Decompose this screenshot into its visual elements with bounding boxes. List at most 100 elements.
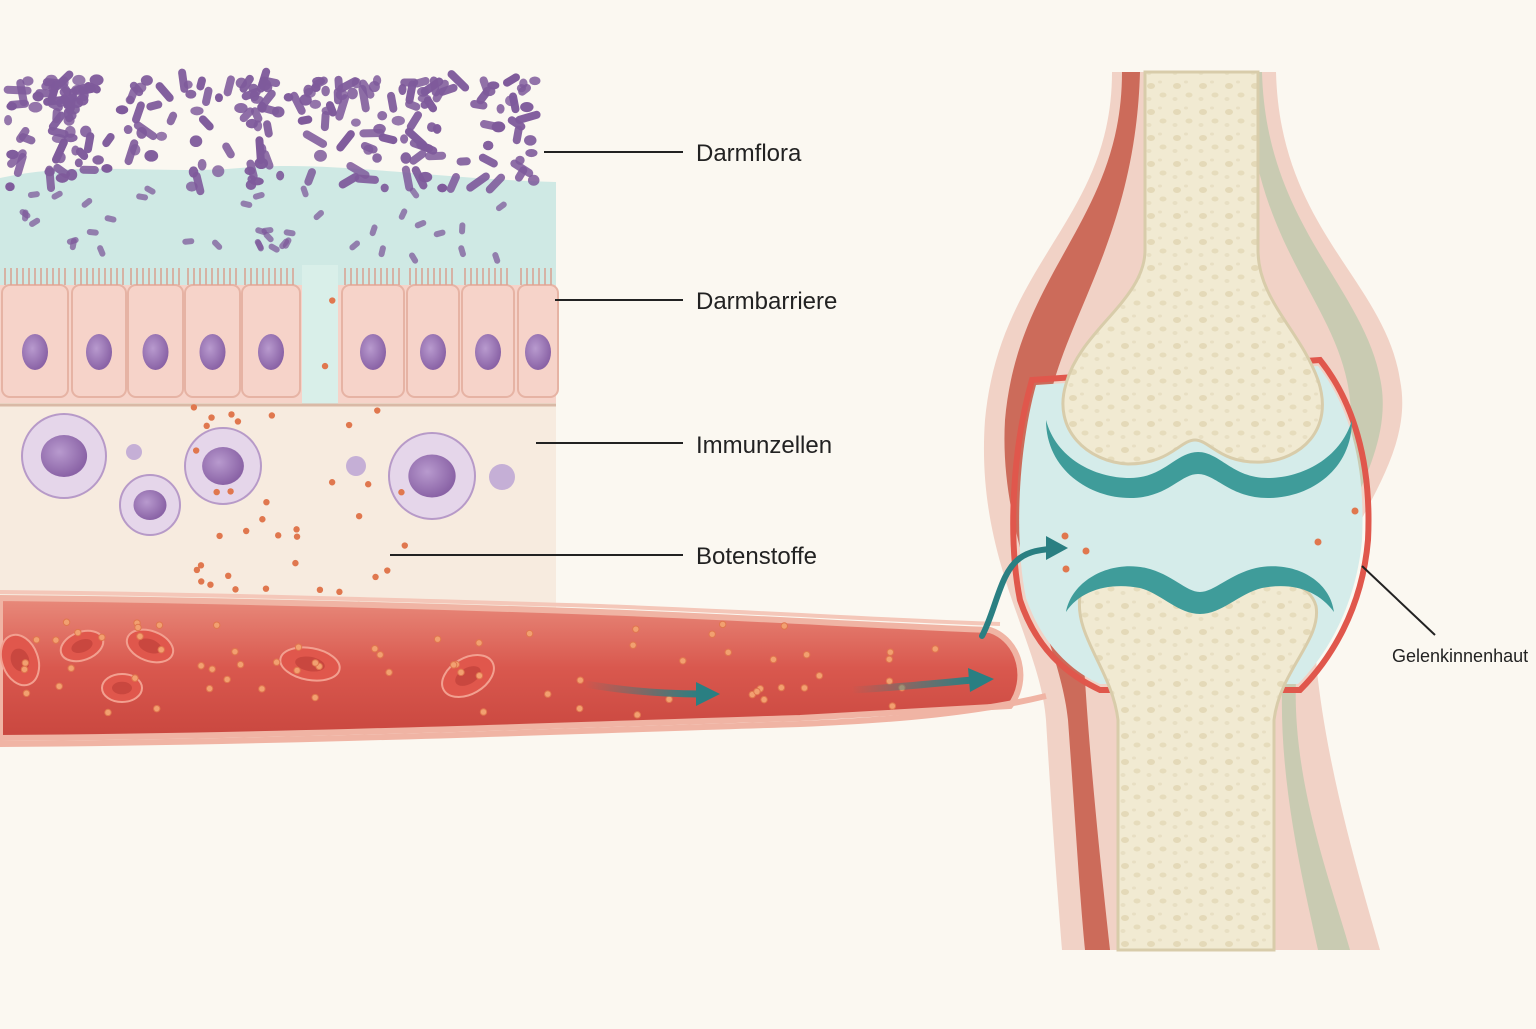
bacterium-rod bbox=[56, 93, 78, 108]
bacterium-coccus bbox=[373, 123, 386, 134]
bacterium-rod bbox=[223, 75, 235, 97]
messenger-dot bbox=[321, 362, 329, 370]
bacterium-in-mucus bbox=[398, 208, 408, 220]
bacterium-coccus bbox=[89, 74, 104, 86]
bacterium-coccus bbox=[380, 183, 389, 193]
cell-nucleus bbox=[142, 334, 169, 370]
messenger-dot bbox=[575, 704, 584, 713]
bacterium-coccus bbox=[197, 158, 207, 171]
messenger-dot bbox=[262, 585, 270, 592]
messenger-dot bbox=[316, 586, 324, 594]
joint-messenger-molecules bbox=[1061, 507, 1359, 573]
messenger-dot bbox=[800, 684, 809, 692]
bacterium-rod bbox=[192, 171, 205, 196]
bacterium-in-mucus bbox=[268, 243, 280, 253]
immune-cells bbox=[21, 413, 515, 536]
bacterium-rod bbox=[409, 149, 427, 165]
bacterium-rod bbox=[485, 173, 506, 194]
bacterium-rod bbox=[166, 111, 178, 126]
messenger-dot bbox=[228, 411, 235, 418]
bacterium-coccus bbox=[496, 103, 505, 114]
bacterium-rod bbox=[84, 81, 101, 94]
bacterium-rod bbox=[241, 87, 261, 101]
messenger-dot bbox=[208, 414, 215, 421]
bacterium-rod bbox=[447, 70, 470, 92]
bacterium-rod bbox=[290, 91, 306, 115]
bacterium-coccus bbox=[140, 75, 153, 86]
bacterium-coccus bbox=[28, 101, 43, 113]
immune-cell-nucleus bbox=[40, 435, 88, 477]
messenger-dot bbox=[802, 650, 811, 659]
blood-messenger-molecules bbox=[20, 618, 939, 719]
messenger-dot bbox=[22, 689, 31, 697]
messenger-dot bbox=[665, 695, 673, 704]
messenger-dot bbox=[329, 297, 336, 304]
bacterium-coccus bbox=[505, 95, 518, 107]
bacterium-in-mucus bbox=[22, 209, 29, 222]
tendon-right bbox=[1246, 72, 1383, 950]
label-synovium: Gelenkinnenhaut bbox=[1392, 646, 1529, 666]
messenger-dot bbox=[258, 685, 266, 693]
bacterium-coccus bbox=[529, 76, 541, 86]
bacterium-rod bbox=[359, 79, 375, 99]
bacterium-coccus bbox=[427, 122, 437, 133]
bacterium-coccus bbox=[309, 99, 322, 109]
messenger-dot bbox=[384, 567, 391, 574]
bacterium-coccus bbox=[312, 76, 325, 86]
red-blood-cell-center bbox=[138, 638, 162, 654]
messenger-dot bbox=[263, 498, 270, 506]
bacterium-rod bbox=[320, 110, 330, 132]
cell-nucleus bbox=[258, 334, 284, 370]
bacterium-rod bbox=[387, 91, 398, 113]
bacterium-coccus bbox=[347, 87, 358, 100]
bacterium-in-mucus bbox=[414, 220, 427, 229]
femur bbox=[1061, 70, 1324, 466]
bacterium-coccus bbox=[524, 135, 537, 146]
messenger-dot bbox=[153, 704, 161, 713]
messenger-dot bbox=[292, 559, 299, 567]
messenger-dot bbox=[223, 675, 231, 684]
bacterium-rod bbox=[338, 172, 360, 189]
label-messengers: Botenstoffe bbox=[696, 543, 817, 570]
bacterium-coccus bbox=[398, 83, 407, 96]
bacterium-in-mucus bbox=[254, 239, 264, 251]
bacterium-rod bbox=[155, 82, 174, 102]
messenger-dot bbox=[20, 665, 29, 674]
bacterium-rod bbox=[346, 161, 370, 179]
bacterium-in-mucus bbox=[97, 245, 106, 257]
messenger-dot bbox=[197, 662, 205, 670]
messenger-dot bbox=[311, 693, 319, 702]
messenger-dot bbox=[242, 527, 250, 535]
messenger-dot bbox=[364, 481, 372, 488]
messenger-dot bbox=[931, 645, 939, 653]
bacterium-coccus bbox=[55, 151, 66, 164]
bacterium-rod bbox=[257, 103, 280, 116]
messenger-dot bbox=[629, 641, 637, 649]
bacterium-coccus bbox=[134, 82, 147, 93]
messenger-dot bbox=[398, 489, 405, 496]
bacterium-rod bbox=[198, 115, 214, 131]
bacterium-coccus bbox=[491, 121, 506, 133]
bacterium-rod bbox=[131, 101, 145, 124]
messenger-dot bbox=[21, 659, 30, 667]
vessel-upper-lining bbox=[0, 590, 1001, 626]
cell-nucleus bbox=[525, 334, 551, 370]
bacterium-rod bbox=[405, 99, 421, 111]
bacterium-in-mucus bbox=[144, 185, 156, 195]
cell-nucleus bbox=[86, 334, 112, 370]
bacterium-rod bbox=[446, 173, 460, 193]
bacterium-rod bbox=[425, 151, 447, 161]
bacterium-coccus bbox=[391, 115, 405, 126]
bacterium-rod bbox=[250, 107, 263, 123]
messenger-dot bbox=[449, 661, 458, 669]
bacterium-in-mucus bbox=[212, 239, 223, 250]
messenger-dot bbox=[192, 447, 200, 454]
messenger-dot bbox=[227, 488, 234, 495]
bacterium-rod bbox=[41, 79, 56, 91]
bacterium-rod bbox=[126, 87, 139, 104]
bacterium-in-mucus bbox=[495, 201, 507, 212]
bacterium-in-mucus bbox=[182, 238, 195, 245]
bacterium-rod bbox=[18, 133, 36, 145]
label-gut-barrier: Darmbarriere bbox=[696, 288, 838, 315]
messenger-dot bbox=[190, 404, 198, 411]
